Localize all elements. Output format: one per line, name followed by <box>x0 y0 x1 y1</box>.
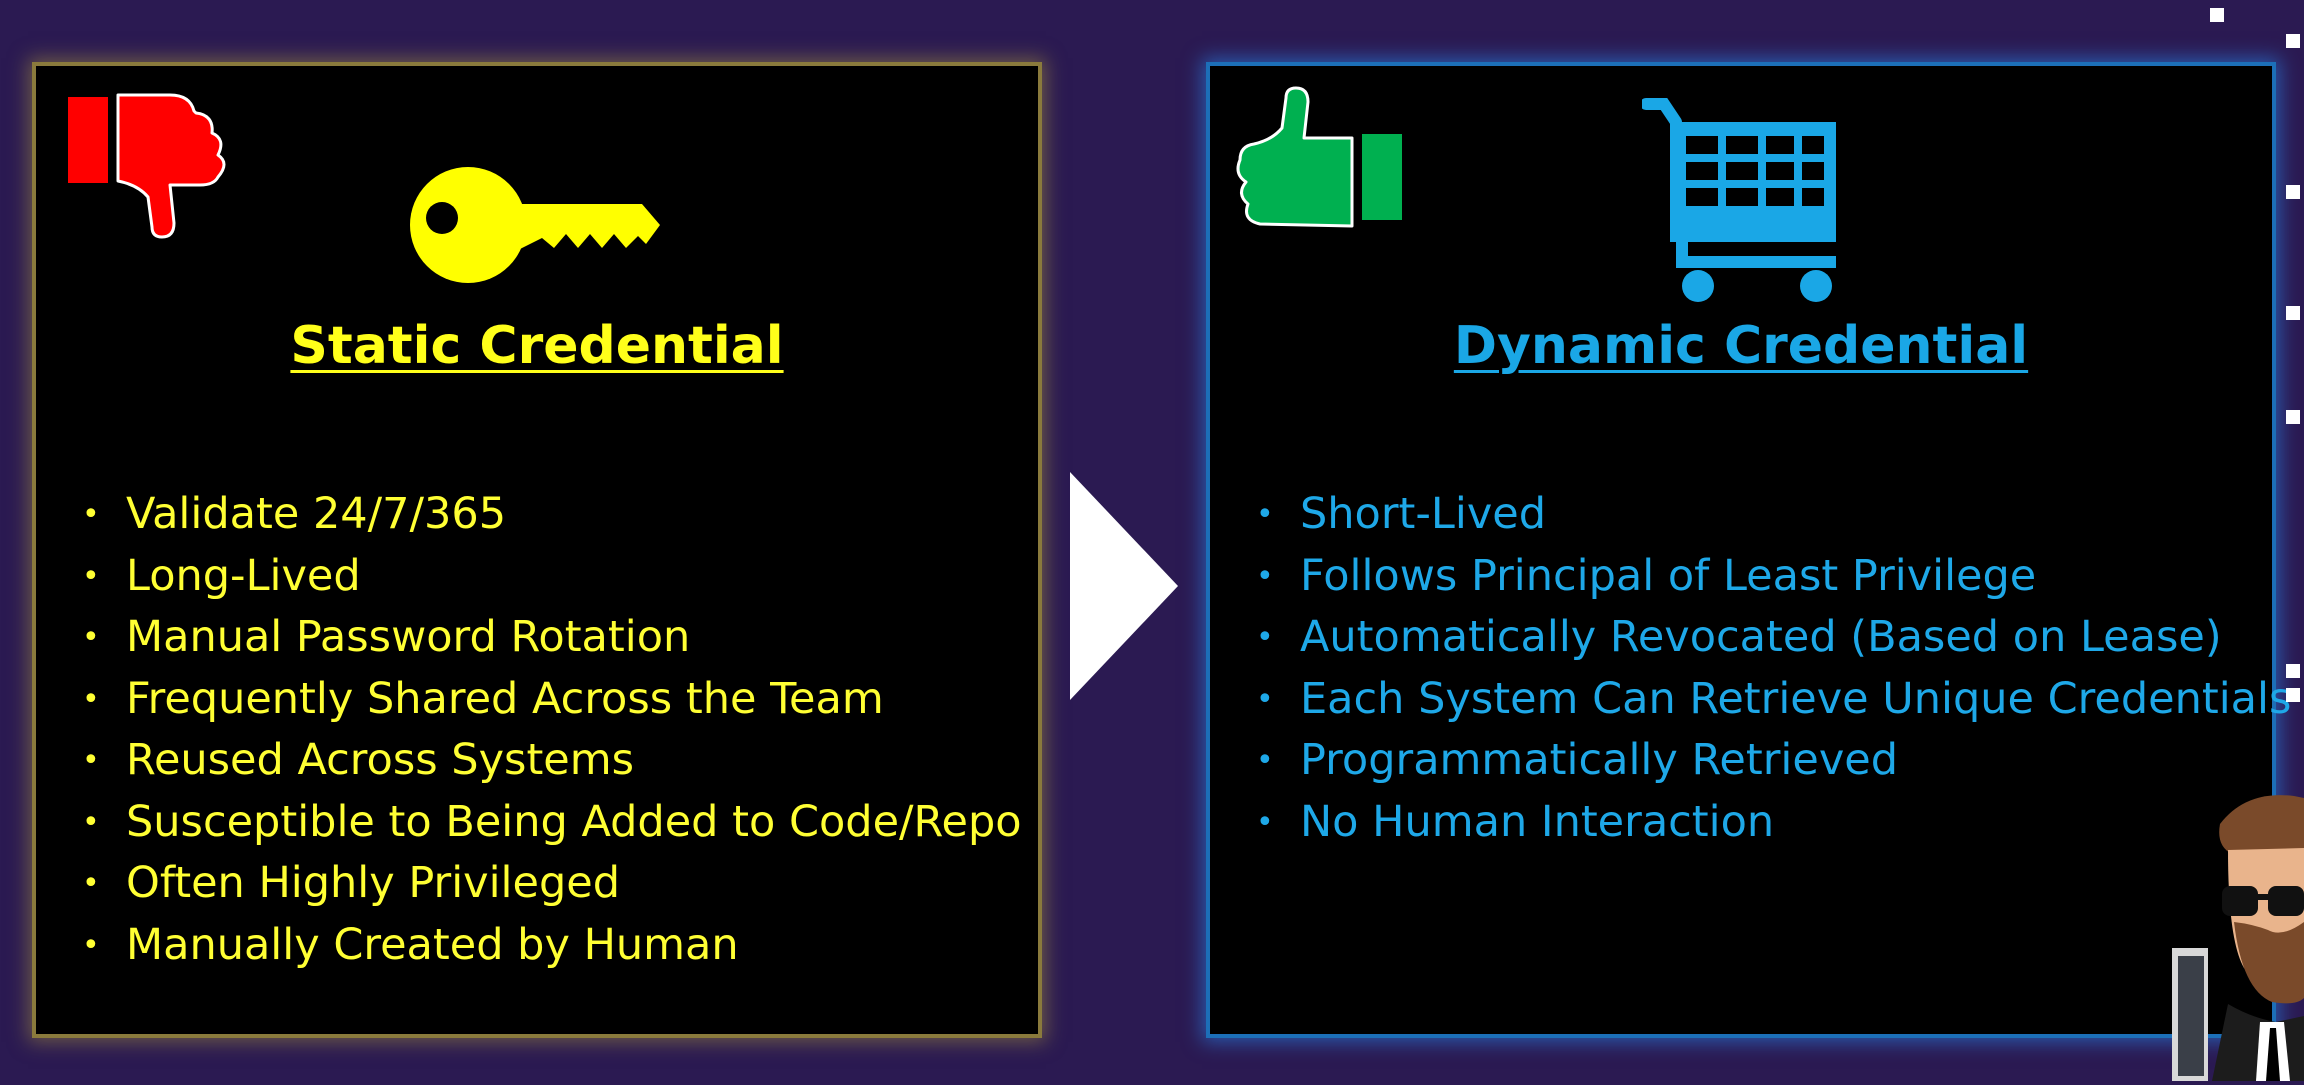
list-item: Reused Across Systems <box>80 730 1022 792</box>
dynamic-credential-panel: Dynamic Credential Short-Lived Follows P… <box>1206 62 2291 1038</box>
static-credential-panel: Static Credential Validate 24/7/365 Long… <box>32 62 1042 1038</box>
list-item: Programmatically Retrieved <box>1254 730 2291 792</box>
dynamic-credential-title: Dynamic Credential <box>1453 316 2029 376</box>
list-item: Short-Lived <box>1254 484 2291 546</box>
decor-dot <box>2286 688 2300 702</box>
list-item: Each System Can Retrieve Unique Credenti… <box>1254 669 2291 731</box>
list-item: Susceptible to Being Added to Code/Repo <box>80 792 1022 854</box>
presenter-avatar <box>2172 790 2304 1081</box>
list-item: Validate 24/7/365 <box>80 484 1022 546</box>
decor-dot <box>2210 8 2224 22</box>
decor-dot <box>2286 664 2300 678</box>
key-icon <box>410 162 662 288</box>
decor-dot <box>2286 34 2300 48</box>
static-credential-list: Validate 24/7/365 Long-Lived Manual Pass… <box>80 484 1022 976</box>
thumbs-down-icon <box>66 91 234 239</box>
list-item: Manually Created by Human <box>80 915 1022 977</box>
list-item: Follows Principal of Least Privilege <box>1254 546 2291 608</box>
list-item: Frequently Shared Across the Team <box>80 669 1022 731</box>
static-credential-title: Static Credential <box>290 316 784 376</box>
list-item: Long-Lived <box>80 546 1022 608</box>
list-item: Manual Password Rotation <box>80 607 1022 669</box>
shopping-cart-icon <box>1642 96 1842 306</box>
thumbs-up-icon <box>1236 84 1404 232</box>
list-item: No Human Interaction <box>1254 792 2291 854</box>
list-item: Often Highly Privileged <box>80 853 1022 915</box>
decor-dot <box>2286 306 2300 320</box>
list-item: Automatically Revocated (Based on Lease) <box>1254 607 2291 669</box>
dynamic-credential-list: Short-Lived Follows Principal of Least P… <box>1254 484 2291 853</box>
decor-dot <box>2286 410 2300 424</box>
decor-dot <box>2286 185 2300 199</box>
next-arrow-icon <box>1070 472 1178 700</box>
